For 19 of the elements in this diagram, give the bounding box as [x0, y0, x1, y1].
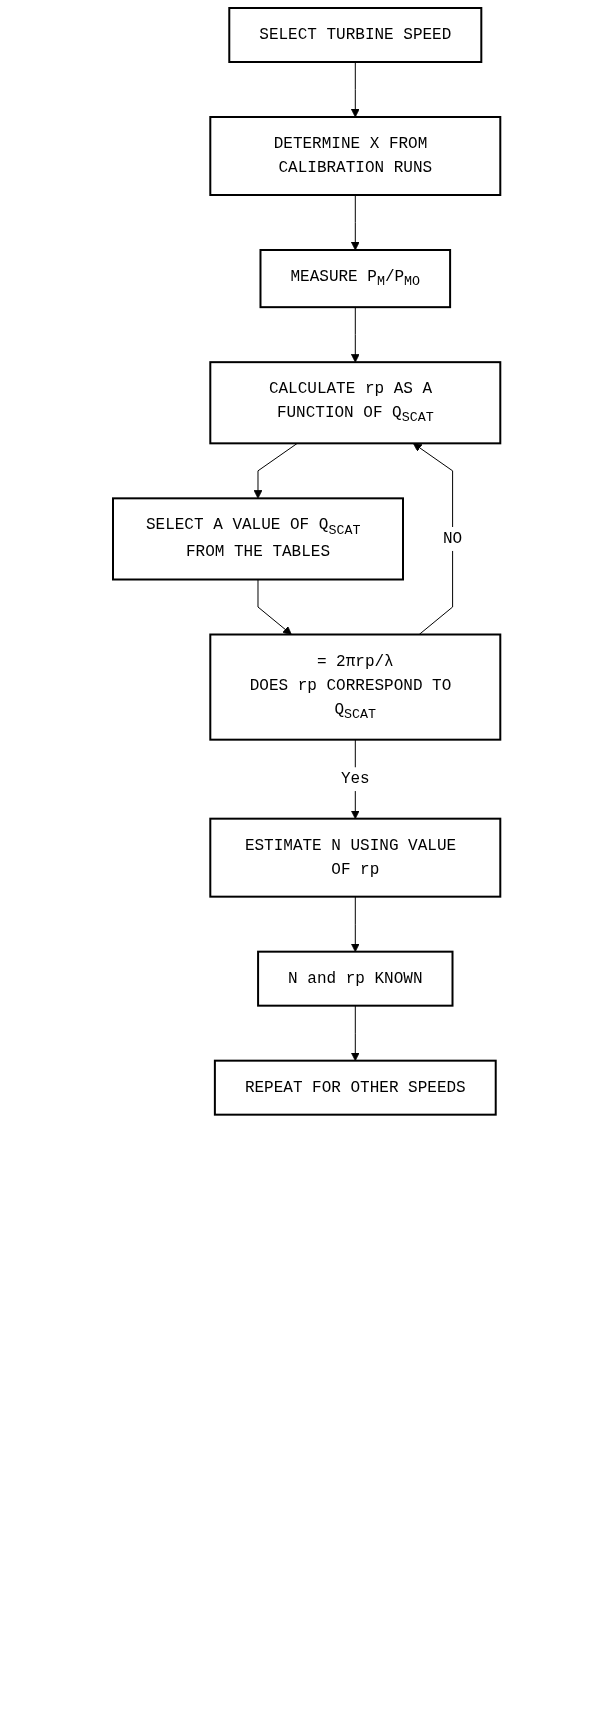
edge-label: Yes [340, 770, 370, 789]
arrow [350, 1005, 360, 1062]
node-box: = 2πrp/λ DOES rp CORRESPOND TO Q$_{SCAT}$ [209, 633, 502, 741]
arrow [412, 442, 453, 635]
arrow [350, 61, 360, 118]
arrow [253, 442, 298, 499]
node-box: REPEAT FOR OTHER SPEEDS [213, 1059, 497, 1116]
edge-label: NO [442, 529, 463, 548]
node-box: CALCULATE rp AS A FUNCTION OF Q$_{SCAT}$ [209, 361, 502, 445]
arrow [350, 306, 360, 363]
node-box: SELECT TURBINE SPEED [228, 7, 483, 63]
node-box: SELECT A VALUE OF Q$_{SCAT}$ FROM THE TABLES [111, 497, 404, 581]
arrow [350, 194, 360, 251]
arrow [350, 896, 360, 953]
node-box: DETERMINE X FROM CALIBRATION RUNS [209, 116, 502, 196]
node-box: N and rp KNOWN [256, 950, 454, 1007]
node-box: ESTIMATE N USING VALUE OF rp [209, 817, 502, 898]
node-box: MEASURE P$_{M}$/P$_{MO}$ [259, 249, 451, 309]
arrow [257, 579, 292, 635]
